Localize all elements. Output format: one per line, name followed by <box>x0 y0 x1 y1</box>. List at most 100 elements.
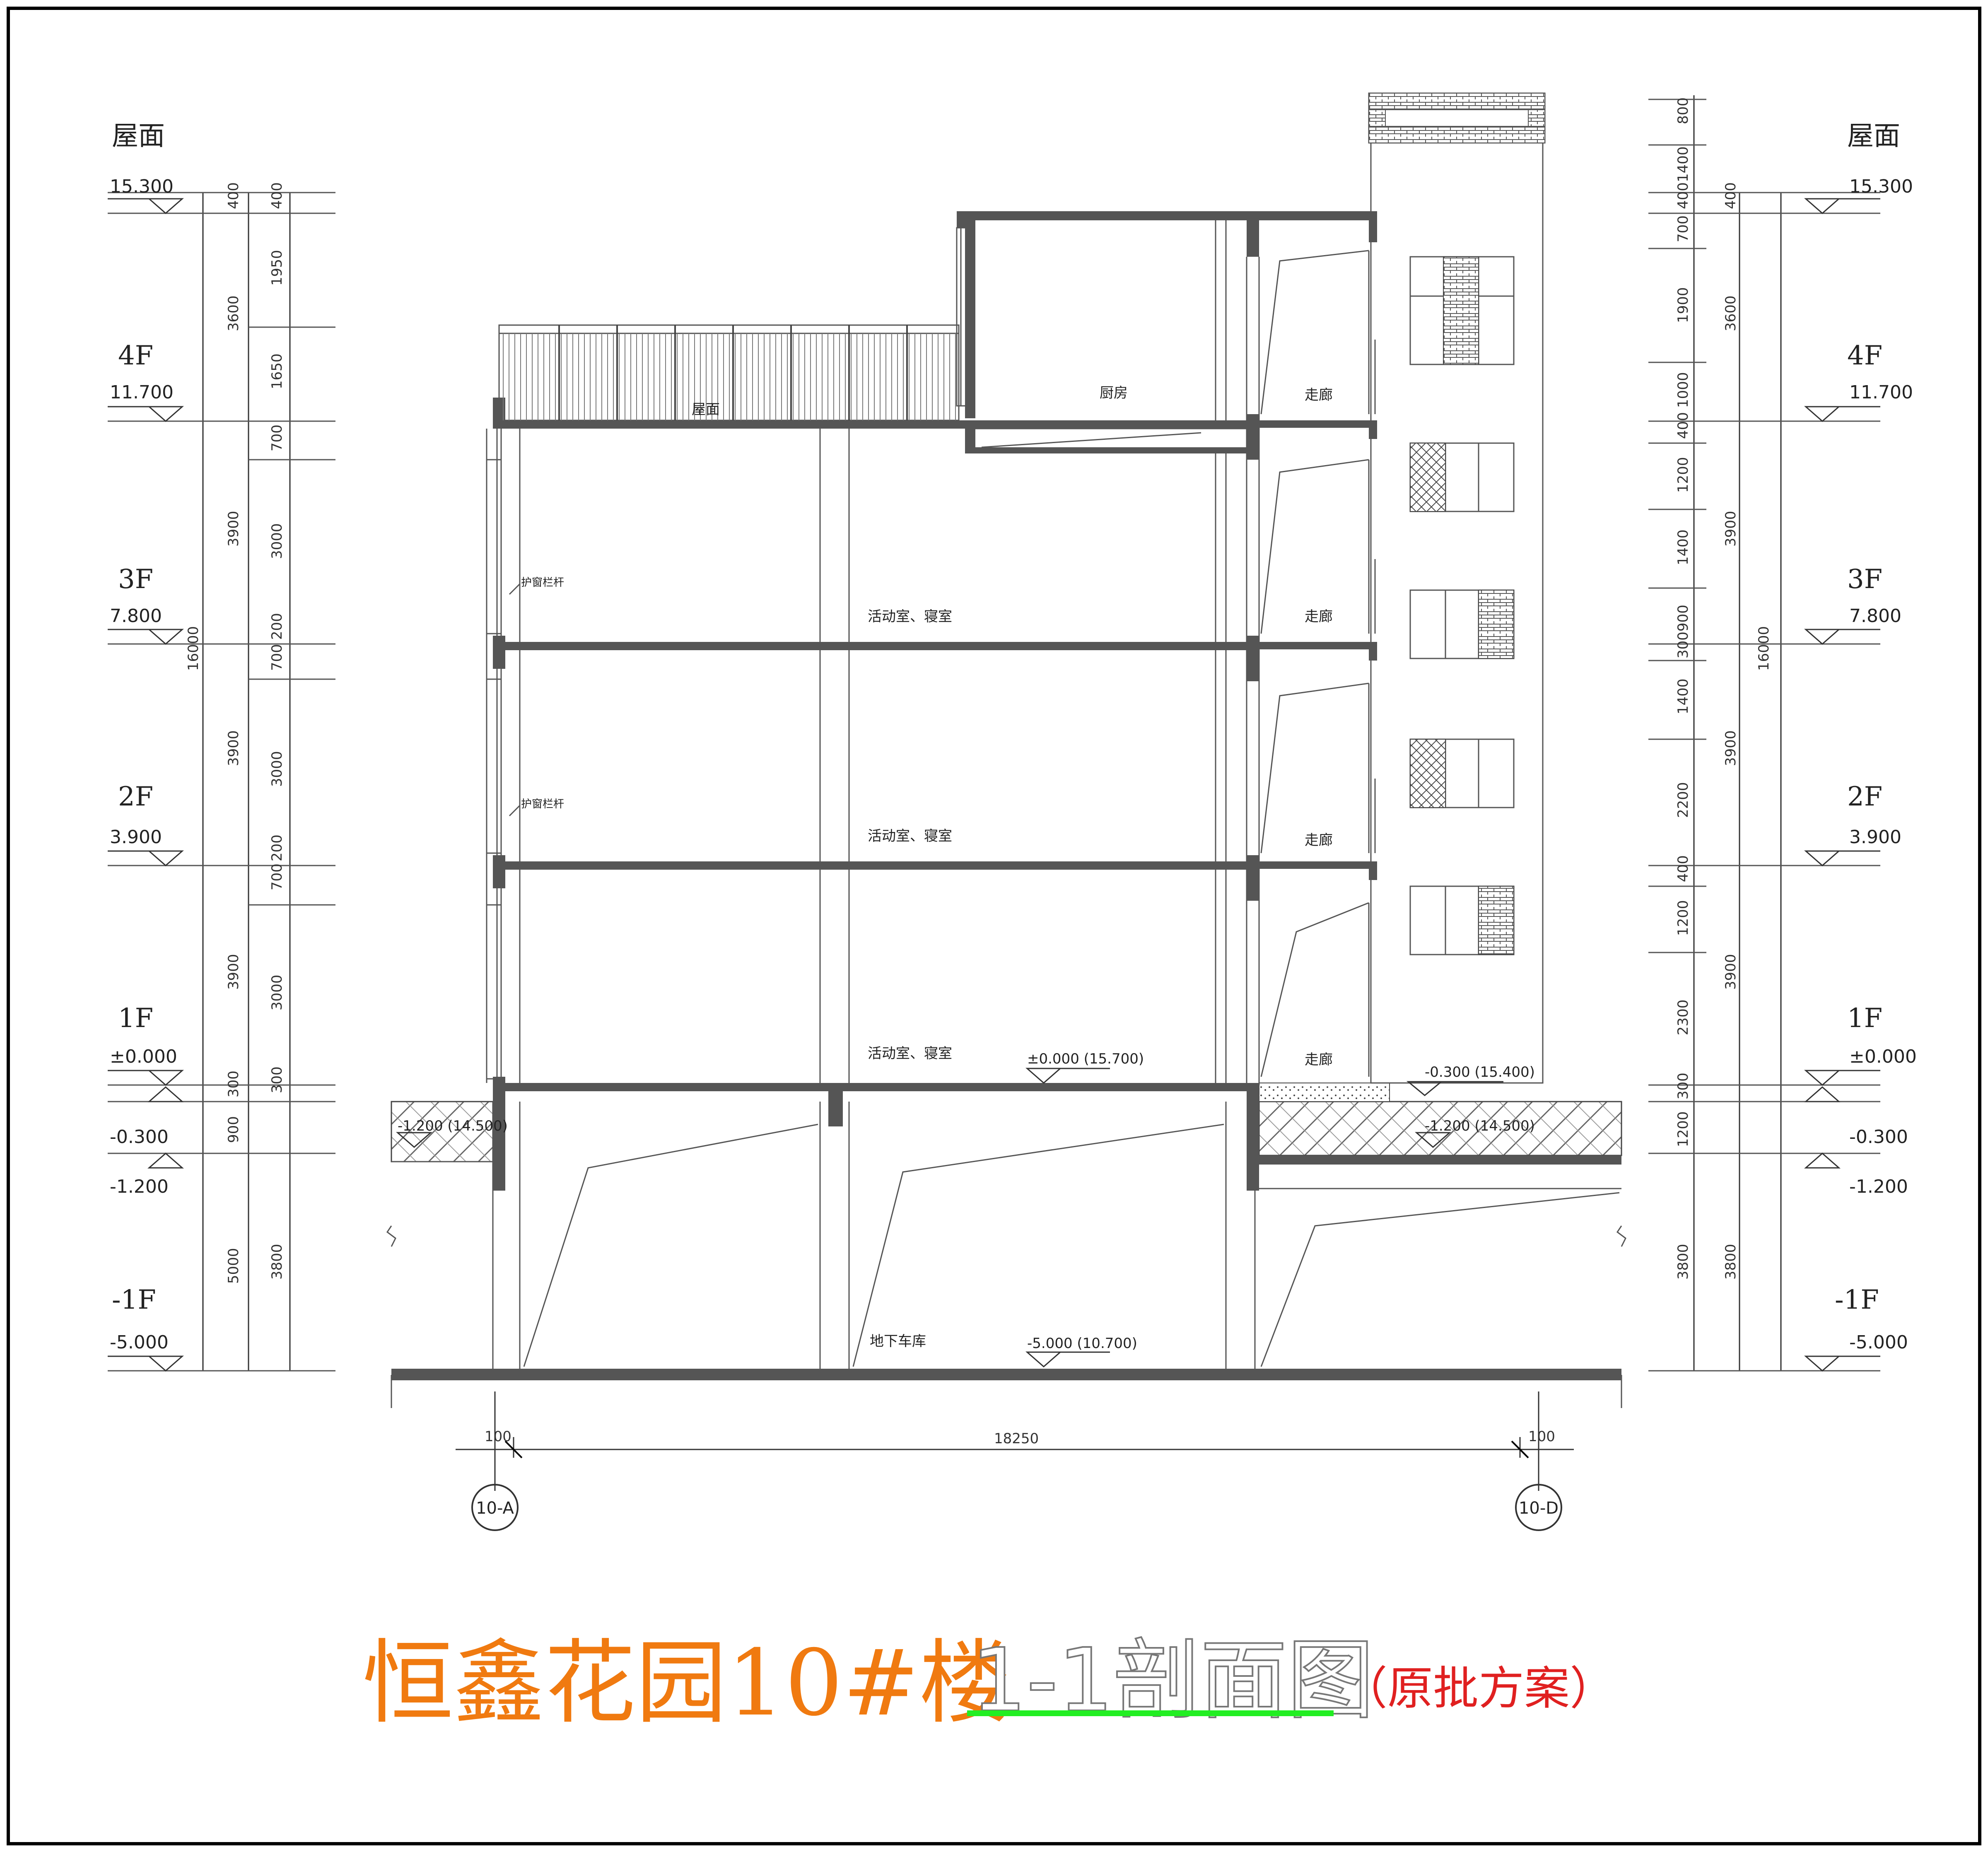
dim-label: 300 <box>225 1071 242 1097</box>
dim-label: 1200 <box>1675 457 1691 493</box>
dim-label: 400 <box>269 182 285 209</box>
dim-label: 3900 <box>1723 954 1739 990</box>
left-floor-label: 3F <box>118 564 153 595</box>
left-level-value: 15.300 <box>110 176 174 197</box>
right-earth-level-tag: -1.200 (14.500) <box>1425 1118 1535 1134</box>
bottom-dimension: 100 18250 100 10-A 10-D <box>456 1391 1574 1531</box>
railing-bars <box>503 325 956 420</box>
axis-bubble-right <box>1515 1484 1562 1531</box>
left-level-value: 3.900 <box>110 827 162 848</box>
dim-label: 3000 <box>269 523 285 559</box>
roof-upturn <box>1369 211 1377 242</box>
activity-room-label: 活动室、寝室 <box>868 1045 952 1062</box>
dim-label: 3800 <box>1675 1244 1691 1280</box>
dim-label: 1400 <box>1675 529 1691 565</box>
earth-hatch-left <box>391 1101 494 1162</box>
dim-label: 2300 <box>1675 999 1691 1035</box>
dim-right-offset: 100 <box>1528 1428 1555 1445</box>
dim-label: 1400 <box>1675 146 1691 182</box>
right-floor-label: 1F <box>1847 1003 1882 1034</box>
right-level-value: 3.900 <box>1849 827 1901 848</box>
balcony-slab <box>1259 861 1377 869</box>
corridor-wall <box>1247 219 1259 257</box>
left-level-value: -5.000 <box>110 1332 169 1353</box>
ground-level-tag: ±0.000 (15.700) <box>1027 1051 1144 1067</box>
right-level-ruler: 屋面 15.300 4F 11.700 3F 7.800 2F 3.900 1F… <box>1648 95 1917 1372</box>
corridor-wall <box>1247 636 1259 681</box>
dim-label: 700 <box>269 644 285 671</box>
activity-room-label: 活动室、寝室 <box>868 608 952 625</box>
right-level-value: 11.700 <box>1849 382 1913 403</box>
dim-label: 3800 <box>1723 1244 1739 1280</box>
dim-label: 400 <box>1675 182 1691 209</box>
left-facade-wall <box>493 636 505 669</box>
right-level-value: -0.300 <box>1849 1126 1908 1148</box>
drawing-frame <box>7 7 1981 1845</box>
dim-label: 1400 <box>1675 678 1691 714</box>
right-floor-label: 3F <box>1847 564 1882 595</box>
right-floor-label: 屋面 <box>1847 121 1900 152</box>
dim-label: 700 <box>1675 215 1691 242</box>
tower-windows <box>1409 256 1515 955</box>
basement-level-tag: -5.000 (10.700) <box>1027 1335 1137 1352</box>
building-section: 屋面 厨房 走廊 走廊 走廊 走廊 活动室、寝室 活动室、寝室 活动室、寝室 地… <box>386 92 1626 1408</box>
left-level-value: -1.200 <box>110 1176 169 1197</box>
right-level-value: 7.800 <box>1849 605 1901 627</box>
left-floor-label: -1F <box>112 1285 156 1315</box>
roof-label: 屋面 <box>692 401 720 418</box>
dim-label: 200 <box>269 834 285 861</box>
dim-label: 700 <box>269 863 285 890</box>
left-facade-wall <box>493 855 505 888</box>
dim-total: 16000 <box>1756 626 1772 671</box>
dim-left-offset: 100 <box>485 1428 511 1445</box>
left-floor-label: 4F <box>118 340 153 371</box>
drawing-title: 恒鑫花园10#楼 1-1剖面图 （原批方案） <box>362 1629 1615 1736</box>
corridor-label: 走廊 <box>1305 832 1333 849</box>
basement-floor-slab <box>391 1369 1621 1380</box>
dim-label: 900 <box>1675 605 1691 632</box>
corridor-label: 走廊 <box>1305 1051 1333 1068</box>
corridor-label: 走廊 <box>1305 608 1333 625</box>
dim-label: 400 <box>1723 182 1739 209</box>
balcony-upturn <box>1369 861 1377 880</box>
slab-2f <box>493 861 1259 870</box>
right-floor-label: -1F <box>1835 1285 1879 1315</box>
dim-label: 3900 <box>1723 730 1739 766</box>
earth-hatch-right <box>1258 1101 1622 1156</box>
dim-label: 3600 <box>1723 295 1739 331</box>
title-underline <box>967 1710 1334 1716</box>
dim-label: 1000 <box>1675 372 1691 408</box>
railing-label: 护窗栏杆 <box>521 576 564 589</box>
right-level-value: -5.000 <box>1849 1332 1908 1353</box>
dim-label: 300 <box>269 1066 285 1093</box>
dim-label: 3900 <box>225 954 242 990</box>
left-floor-label: 2F <box>118 781 153 812</box>
left-floor-label: 1F <box>118 1003 153 1034</box>
left-earth-level-tag: -1.200 (14.500) <box>398 1118 508 1134</box>
dim-label: 400 <box>1675 855 1691 882</box>
slab-3f <box>493 642 1259 650</box>
dim-label: 3900 <box>1723 511 1739 547</box>
left-level-value: 7.800 <box>110 605 162 627</box>
axis-bubble-left <box>471 1484 519 1531</box>
dim-label: 1900 <box>1675 287 1691 323</box>
left-level-ruler: 屋面 15.300 4F 11.700 3F 7.800 2F 3.900 1F… <box>108 121 335 1372</box>
dim-label: 3900 <box>225 511 242 547</box>
dim-label: 300 <box>1675 632 1691 658</box>
activity-room-label: 活动室、寝室 <box>868 828 952 844</box>
corridor-wall <box>1247 855 1259 901</box>
dim-label: 1950 <box>269 250 285 286</box>
right-floor-label: 4F <box>1847 340 1882 371</box>
dim-total: 16000 <box>185 626 202 671</box>
left-level-value: 11.700 <box>110 382 174 403</box>
garage-label: 地下车库 <box>870 1333 926 1350</box>
left-level-value: -0.300 <box>110 1126 169 1148</box>
kitchen-lower-slab <box>965 447 1247 453</box>
kitchen-lower-wall <box>965 427 975 451</box>
exterior-level-tag: -0.300 (15.400) <box>1425 1064 1535 1080</box>
slab-4f-roof <box>493 420 969 429</box>
railing-label: 护窗栏杆 <box>521 798 564 810</box>
dim-label: 400 <box>225 182 242 209</box>
corridor-label: 走廊 <box>1305 387 1333 403</box>
